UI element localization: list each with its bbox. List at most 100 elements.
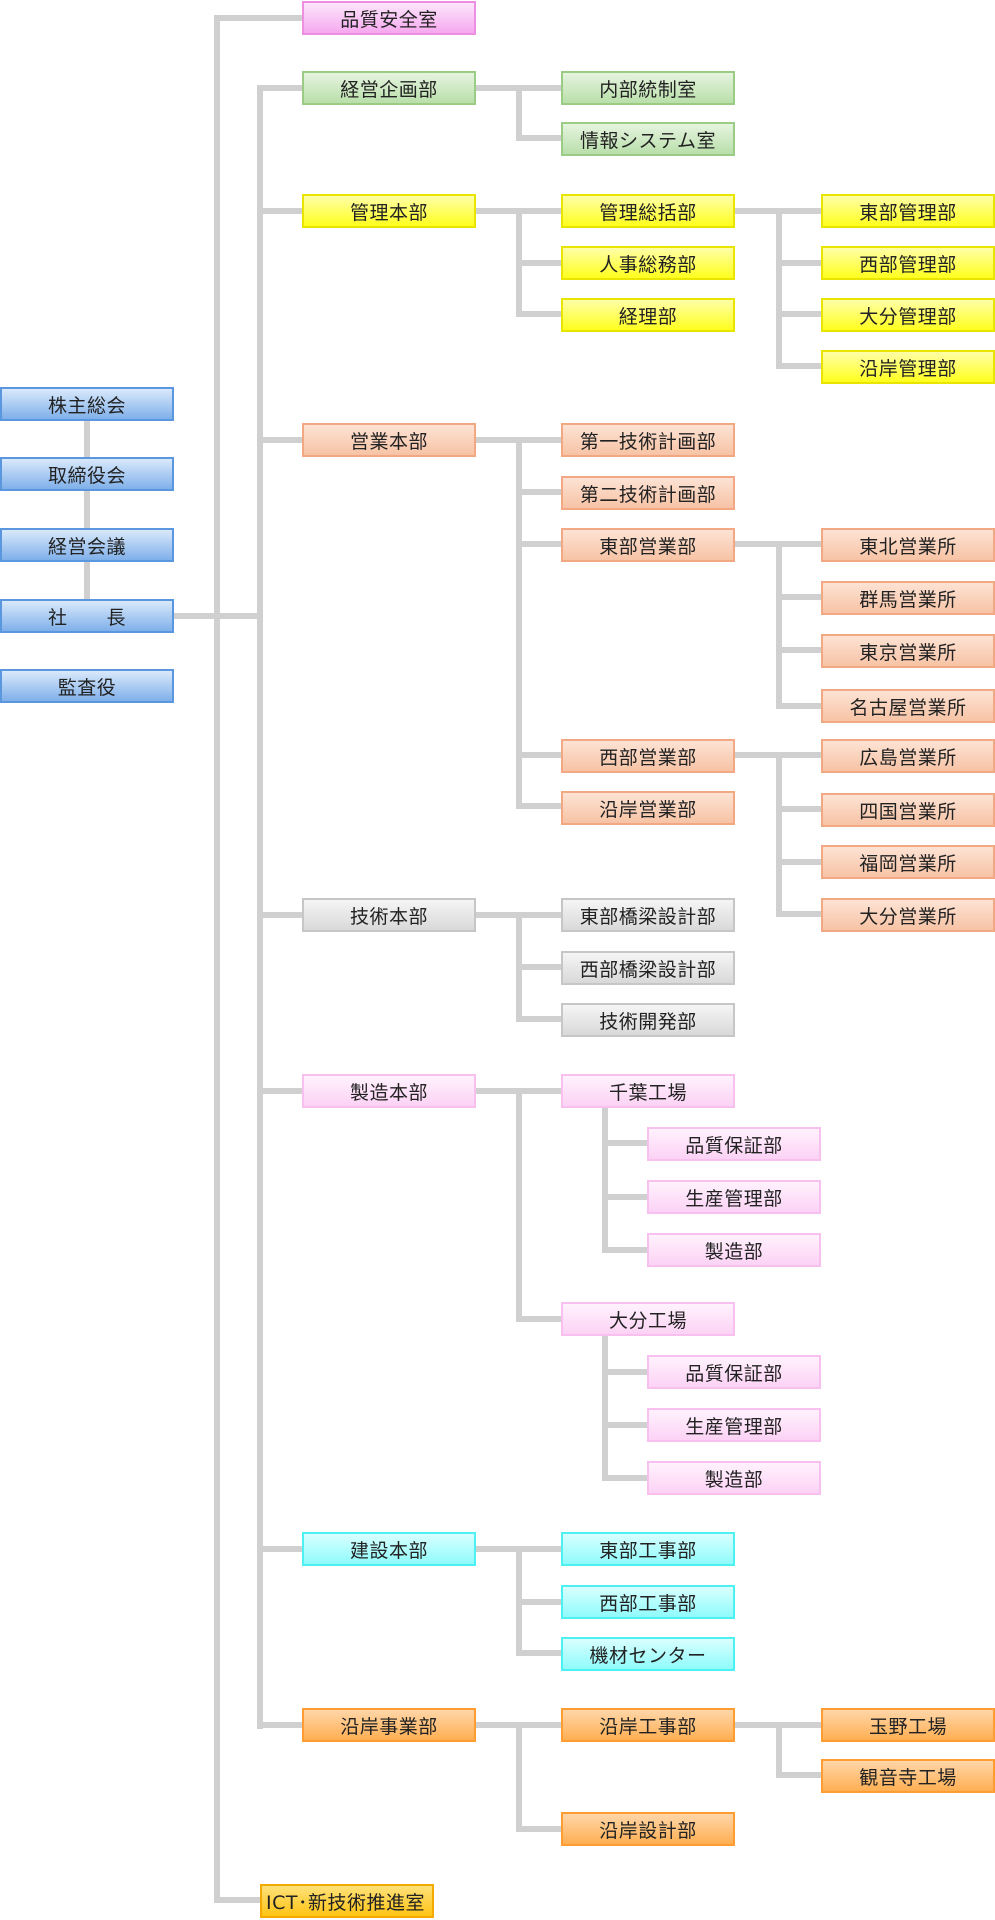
connector-manufacturing-vert: [516, 1088, 522, 1322]
node-hr-general-affairs: 人事総務部: [561, 246, 735, 280]
connector-general-child: [776, 311, 821, 317]
node-oita-quality: 品質保証部: [647, 1355, 821, 1389]
connector-admin-child: [516, 311, 561, 317]
connector-east-vert: [776, 541, 782, 709]
connector-main-trunk: [257, 85, 263, 1729]
node-east-bridge-design: 東部橋梁設計部: [561, 898, 735, 932]
connector-coastal-child: [516, 1826, 561, 1832]
node-oita-office: 大分営業所: [821, 898, 995, 932]
node-equipment-center: 機材センター: [561, 1637, 735, 1671]
node-west-admin: 西部管理部: [821, 246, 995, 280]
connector-oita-child: [602, 1475, 647, 1481]
node-information-systems: 情報システム室: [561, 122, 735, 156]
node-chiba-quality: 品質保証部: [647, 1127, 821, 1161]
node-west-sales: 西部営業部: [561, 739, 735, 773]
connector-general-vert: [776, 208, 782, 369]
connector-sales-vert: [516, 437, 522, 809]
connector-sales-child: [516, 541, 561, 547]
connector-planning-child: [516, 135, 561, 141]
connector-coastal-vert: [516, 1722, 522, 1832]
node-tamano-factory: 玉野工場: [821, 1708, 995, 1742]
node-chiba-production: 生産管理部: [647, 1180, 821, 1214]
node-internal-control: 内部統制室: [561, 71, 735, 105]
node-coastal-construction: 沿岸工事部: [561, 1708, 735, 1742]
node-sales-division: 営業本部: [302, 423, 476, 457]
connector-coastal-works-vert: [776, 1722, 782, 1778]
node-chiba-factory: 千葉工場: [561, 1074, 735, 1108]
node-kanonji-factory: 観音寺工場: [821, 1759, 995, 1793]
connector-general-child: [776, 260, 821, 266]
connector-sales: [257, 437, 302, 443]
node-east-construction: 東部工事部: [561, 1532, 735, 1566]
node-construction-division: 建設本部: [302, 1532, 476, 1566]
node-tech-development: 技術開発部: [561, 1003, 735, 1037]
connector-planning-vert: [516, 85, 522, 141]
connector-general-child: [776, 363, 821, 369]
node-engineering-division: 技術本部: [302, 898, 476, 932]
connector-construction-child: [516, 1650, 561, 1656]
connector-oita-child: [602, 1422, 647, 1428]
connector-outer-top: [214, 15, 302, 21]
node-nagoya-office: 名古屋営業所: [821, 689, 995, 723]
node-quality-safety-office: 品質安全室: [302, 1, 476, 35]
node-oita-admin: 大分管理部: [821, 298, 995, 332]
node-accounting: 経理部: [561, 298, 735, 332]
connector-east-child: [776, 703, 821, 709]
connector-manufacturing: [257, 1088, 302, 1094]
node-tohoku-office: 東北営業所: [821, 528, 995, 562]
node-chiba-manufacturing: 製造部: [647, 1233, 821, 1267]
node-fukuoka-office: 福岡営業所: [821, 845, 995, 879]
connector-chiba-child: [602, 1140, 647, 1146]
connector-coastal-works-child: [776, 1772, 821, 1778]
connector-construction: [257, 1546, 302, 1552]
connector-construction-child: [516, 1599, 561, 1605]
node-management-council: 経営会議: [0, 528, 174, 562]
connector-west-child: [776, 911, 821, 917]
connector-sales-child: [516, 803, 561, 809]
node-shareholders-meeting: 株主総会: [0, 387, 174, 421]
connector-chiba-child: [602, 1247, 647, 1253]
node-coastal-sales: 沿岸営業部: [561, 791, 735, 825]
connector-manufacturing-child: [516, 1316, 561, 1322]
connector-sales-child: [516, 752, 561, 758]
node-oita-manufacturing: 製造部: [647, 1461, 821, 1495]
connector-governance: [84, 418, 90, 618]
node-hiroshima-office: 広島営業所: [821, 739, 995, 773]
node-gunma-office: 群馬営業所: [821, 581, 995, 615]
node-shikoku-office: 四国営業所: [821, 793, 995, 827]
node-oita-factory: 大分工場: [561, 1302, 735, 1336]
node-admin-division: 管理本部: [302, 194, 476, 228]
connector-chiba-child: [602, 1194, 647, 1200]
connector-engineering-child: [516, 1016, 561, 1022]
connector-east-child: [776, 647, 821, 653]
node-oita-production: 生産管理部: [647, 1408, 821, 1442]
connector-planning: [257, 85, 302, 91]
connector-oita-child: [602, 1369, 647, 1375]
connector-admin-child: [516, 260, 561, 266]
connector-chiba-vert: [602, 1107, 608, 1253]
node-east-admin: 東部管理部: [821, 194, 995, 228]
node-tech-planning-1: 第一技術計画部: [561, 423, 735, 457]
node-board-of-directors: 取締役会: [0, 457, 174, 491]
connector-outer-bottom: [214, 1897, 260, 1903]
connector-east-child: [776, 594, 821, 600]
node-coastal-admin: 沿岸管理部: [821, 350, 995, 384]
node-general-admin: 管理総括部: [561, 194, 735, 228]
node-coastal-design: 沿岸設計部: [561, 1812, 735, 1846]
node-ict-office: ICT･新技術推進室: [260, 1884, 434, 1918]
node-president: 社 長: [0, 599, 174, 633]
connector-west-child: [776, 859, 821, 865]
connector-admin: [257, 208, 302, 214]
node-coastal-business: 沿岸事業部: [302, 1708, 476, 1742]
connector-engineering: [257, 912, 302, 918]
connector-west-child: [776, 806, 821, 812]
node-auditor: 監査役: [0, 669, 174, 703]
connector-engineering-child: [516, 964, 561, 970]
connector-oita-vert: [602, 1335, 608, 1481]
connector-sales-child: [516, 489, 561, 495]
connector-coastal: [257, 1722, 302, 1728]
node-east-sales: 東部営業部: [561, 528, 735, 562]
node-corporate-planning: 経営企画部: [302, 71, 476, 105]
connector-west-vert: [776, 752, 782, 917]
node-west-construction: 西部工事部: [561, 1585, 735, 1619]
